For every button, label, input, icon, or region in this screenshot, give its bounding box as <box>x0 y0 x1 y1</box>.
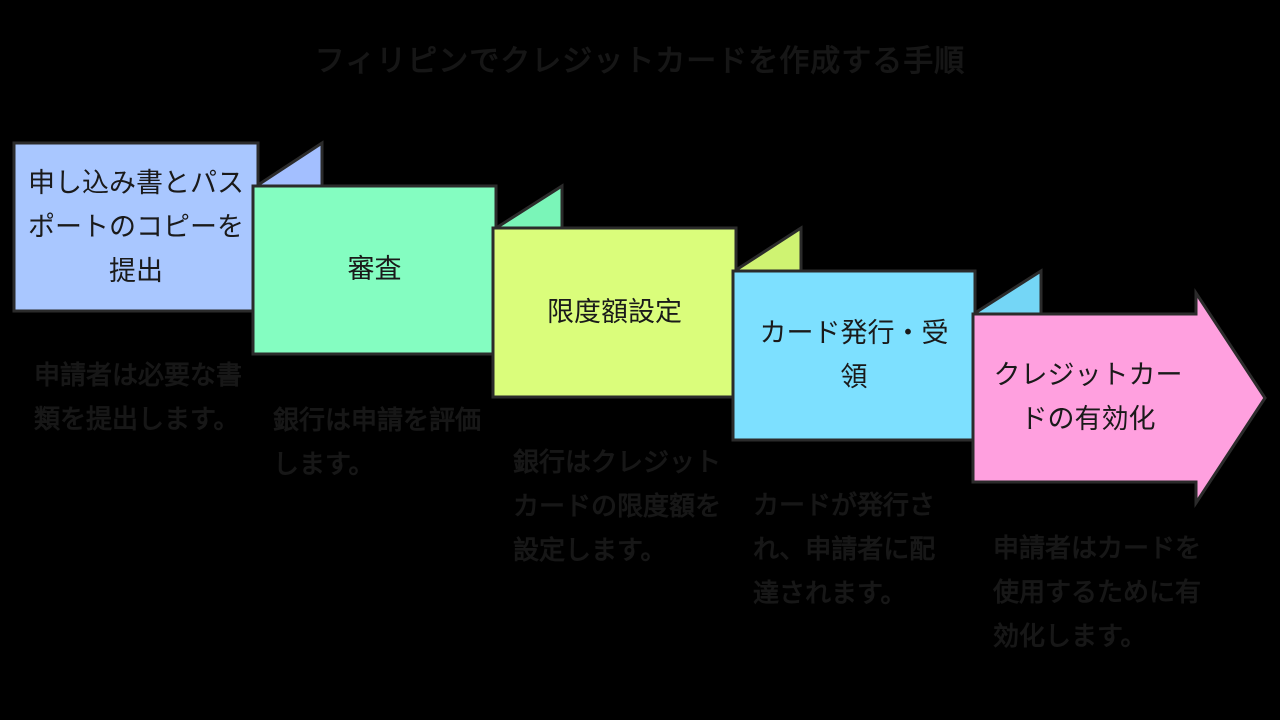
step-1-description: 申請者は必要な書類を提出します。 <box>34 361 243 435</box>
step-5-arrow <box>971 287 1267 509</box>
diagram-title: フィリピンでクレジットカードを作成する手順 <box>314 44 966 79</box>
step-4-description: カードが発行され、申請者に配達されます。 <box>753 491 936 609</box>
step-4-label: カード発行・受領 <box>759 318 949 393</box>
step-1-label: 申し込み書とパスポートのコピーを提出 <box>28 167 244 287</box>
step-2-label: 審査 <box>347 254 402 285</box>
step-5-description: 申請者はカードを使用するために有効化します。 <box>993 534 1202 652</box>
step-3-label: 限度額設定 <box>547 297 682 328</box>
step-2-description: 銀行は申請を評価します。 <box>273 406 482 480</box>
step-3-description: 銀行はクレジットカードの限度額を設定します。 <box>513 448 722 566</box>
step-5-label: クレジットカードの有効化 <box>993 360 1183 435</box>
